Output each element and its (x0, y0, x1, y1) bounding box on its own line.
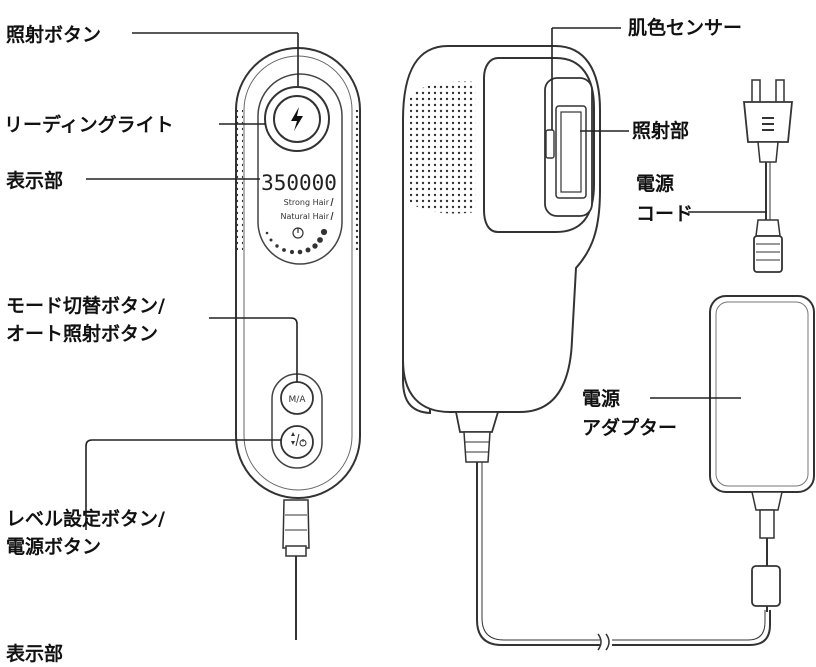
vent-grille (410, 81, 476, 214)
label-mode-button-line1: モード切替ボタン/ (6, 294, 165, 317)
adapter-body (709, 295, 815, 493)
level-indicator-dots (265, 228, 328, 255)
applicator-cord (476, 462, 600, 646)
label-reading-light: リーディングライト (4, 113, 174, 136)
label-level-button-line2: 電源ボタン (6, 535, 101, 558)
mode-strong-text: Strong Hair (284, 198, 330, 207)
applicator (402, 45, 771, 651)
plug-prong-left (751, 79, 761, 105)
level-arrows-icon (291, 432, 307, 447)
leader-lines (85, 27, 767, 530)
cord-connector (753, 235, 783, 273)
label-power-cord-line1: 電源 (636, 172, 674, 195)
lightning-bolt-icon (291, 107, 303, 131)
mode-natural-text: Natural Hair (281, 212, 330, 221)
right-grip-texture (353, 110, 360, 250)
label-mode-button-line2: オート照射ボタン (6, 322, 158, 345)
label-bottom-caption: 表示部 (6, 642, 63, 665)
handset-cord-strain-relief (282, 499, 310, 549)
left-grip-texture (236, 110, 243, 250)
ferrite-core (751, 565, 781, 607)
label-skin-sensor: 肌色センサー (628, 16, 742, 39)
handset: 350000 Strong Hair Natural Hair M/A (235, 47, 361, 640)
counter-readout: 350000 (261, 171, 337, 195)
plug-body (743, 101, 793, 143)
mode-button-label: M/A (289, 395, 307, 405)
label-power-cord-line2: コード (636, 203, 693, 225)
label-level-button-line1: レベル設定ボタン/ (6, 507, 165, 530)
label-display: 表示部 (6, 169, 63, 192)
label-irradiation-part: 照射部 (632, 119, 689, 142)
label-adapter-line1: 電源 (582, 387, 620, 410)
callout-labels: 照射ボタン リーディングライト 表示部 モード切替ボタン/ オート照射ボタン レ… (4, 16, 742, 665)
plug-prong-right (775, 79, 785, 105)
power-adapter (709, 295, 815, 612)
label-irradiation-button: 照射ボタン (6, 23, 101, 46)
skin-color-sensor (545, 129, 555, 159)
power-plug-cord (743, 79, 793, 273)
label-adapter-line2: アダプター (582, 416, 677, 439)
